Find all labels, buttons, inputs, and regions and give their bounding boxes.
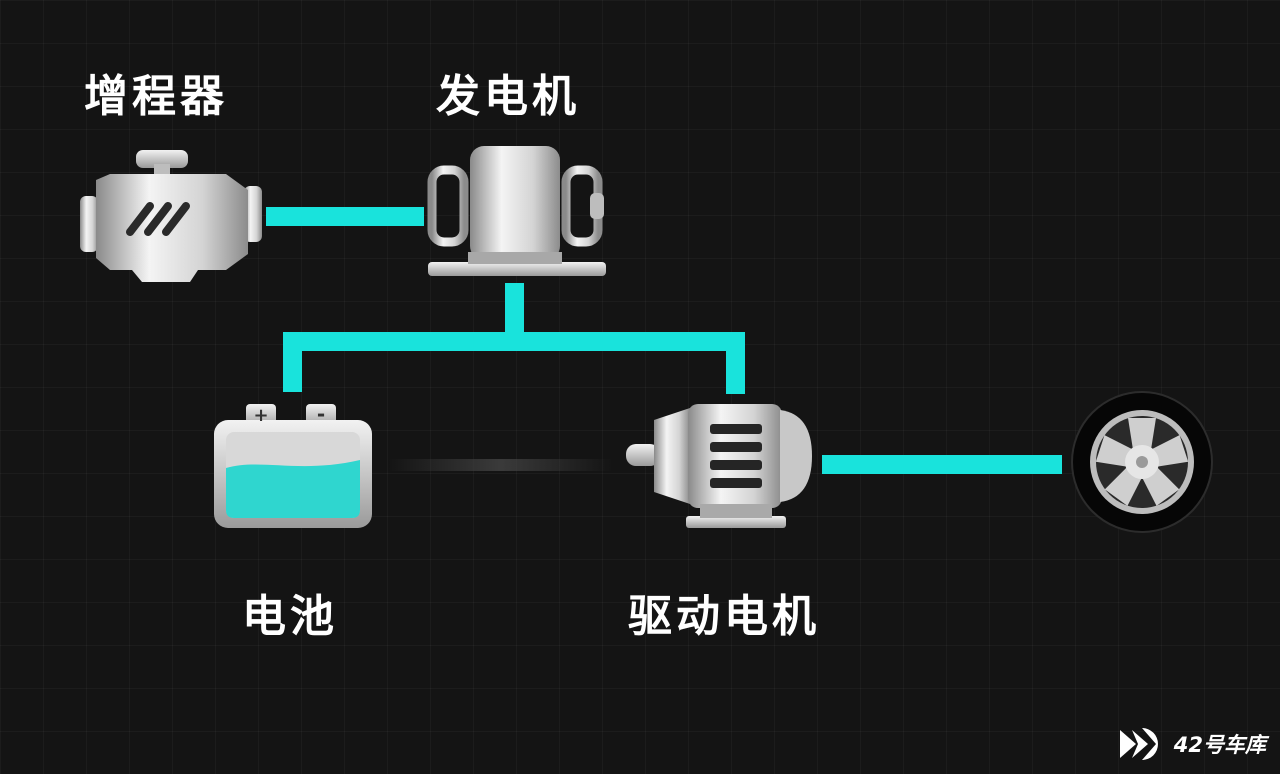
connector-generator-down [505,283,524,341]
faded-link-battery-motor [388,459,613,471]
connector-battery-drop [283,332,302,392]
battery-positive-terminal: + [253,405,268,426]
connector-motor-wheel [822,455,1062,474]
connector-engine-generator [266,207,424,226]
wheel-icon [1071,391,1213,533]
brand-logo-icon [1119,728,1158,760]
generator-icon [427,146,606,276]
watermark-text: 42号车库 [1173,733,1266,757]
watermark: 42号车库 [1118,726,1266,762]
battery-negative-terminal: - [317,402,325,426]
motor-icon [626,404,812,528]
label-generator: 发电机 [436,71,580,122]
connector-lines [266,207,1062,474]
label-battery: 电池 [242,591,338,642]
label-range-extender: 增程器 [84,71,228,122]
connector-motor-drop [726,332,745,394]
connector-bus [283,332,745,351]
battery-icon [214,404,372,528]
label-drive-motor: 驱动电机 [628,591,820,642]
engine-icon [80,150,262,282]
